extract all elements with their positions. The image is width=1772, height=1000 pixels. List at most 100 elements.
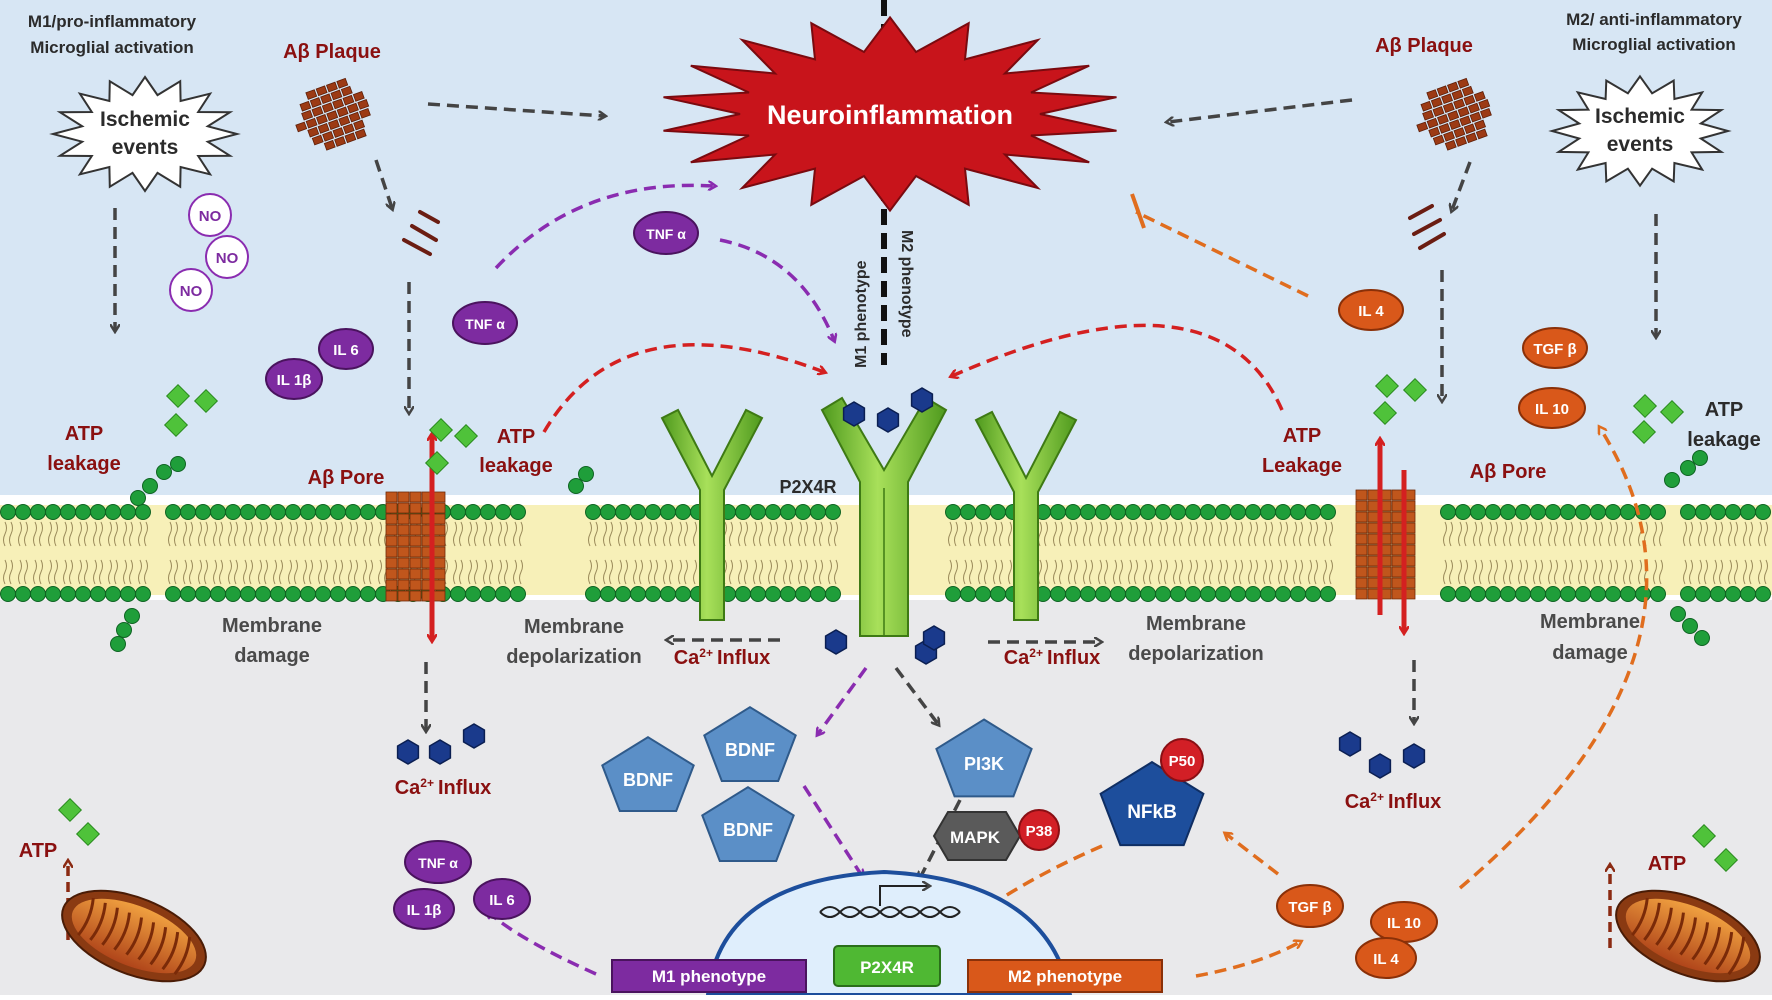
tgf-nfkb-arrow — [1226, 834, 1280, 876]
neuroinflammation-burst: Neuroinflammation — [663, 15, 1117, 213]
plaque-left-label: Aβ Plaque — [283, 41, 381, 63]
ab-pore-left — [385, 491, 446, 602]
svg-text:MAPK: MAPK — [950, 828, 1001, 847]
atp-leakage-right-line2: Leakage — [1262, 455, 1342, 477]
svg-text:IL 6: IL 6 — [333, 342, 359, 359]
svg-text:IL 10: IL 10 — [1535, 401, 1569, 418]
plaque-to-inflammation-arrow — [1168, 98, 1353, 122]
plaque-right-label: Aβ Plaque — [1375, 35, 1473, 57]
svg-text:M1 phenotype: M1 phenotype — [652, 967, 766, 986]
receptor-bdnf-arrow — [818, 666, 868, 734]
svg-text:PI3K: PI3K — [964, 754, 1004, 774]
svg-text:NFkB: NFkB — [1127, 802, 1177, 823]
bdnf-left: BDNF — [601, 736, 695, 812]
depolarization-right-line2: depolarization — [1128, 643, 1264, 665]
pi3k: PI3K — [935, 718, 1033, 798]
inhibition-bar — [1130, 193, 1146, 229]
atp-label-left: ATP — [19, 840, 58, 862]
ab-pore-right-label: Aβ Pore — [1470, 461, 1547, 483]
depolarization-left-line2: depolarization — [506, 646, 642, 668]
membrane-damage-right-line1: Membrane — [1540, 611, 1640, 633]
ischemic-events-right: Ischemic events — [1548, 74, 1732, 188]
fragment-icon — [402, 210, 440, 256]
m1-vertical-label: M1 phenotype — [853, 260, 870, 368]
ischemic-events-left: Ischemic events — [49, 75, 241, 193]
transcription-start-arrow — [879, 886, 928, 906]
atp-receptor-arrow — [952, 323, 1284, 411]
depolarization-right-line1: Membrane — [1146, 613, 1246, 635]
bdnf-bottom: BDNF — [701, 786, 795, 862]
plaque-icon — [295, 77, 371, 151]
svg-text:TNF α: TNF α — [418, 855, 458, 871]
svg-text:P50: P50 — [1169, 753, 1196, 770]
ca-influx-center-right: Ca2+Influx — [1004, 646, 1101, 669]
plaque-to-inflammation-arrow — [427, 102, 604, 116]
tnf-receptor-arrow — [719, 238, 834, 340]
svg-text:NO: NO — [216, 250, 239, 267]
il4-inhibit-line — [1135, 210, 1309, 298]
mapk: MAPK — [932, 811, 1022, 861]
cytokine-il6-out: IL 6 — [473, 878, 531, 920]
svg-text:NO: NO — [180, 283, 203, 300]
ab-pore-left-label: Aβ Pore — [308, 467, 385, 489]
mitochondria-icon — [1615, 889, 1761, 983]
ischemic-right-line2: events — [1607, 133, 1674, 156]
burst-icon — [49, 75, 241, 193]
membrane-damage-left-line2: damage — [234, 645, 310, 667]
cytokine-il4: IL 4 — [1338, 289, 1404, 331]
ca-influx-center-left: Ca2+Influx — [674, 646, 771, 669]
svg-text:BDNF: BDNF — [623, 770, 673, 790]
atp-leakage-left-line2: leakage — [47, 453, 120, 475]
il10-feedback-arrow — [1458, 428, 1649, 890]
p50-badge: P50 — [1160, 738, 1204, 782]
ca-influx-right: Ca2+Influx — [1345, 790, 1442, 813]
fragment-icon — [1408, 204, 1446, 250]
svg-text:BDNF: BDNF — [723, 820, 773, 840]
tnf-inflammation-arrow — [494, 185, 714, 270]
svg-text:IL 10: IL 10 — [1387, 915, 1421, 932]
receptor-icon — [660, 408, 764, 621]
m2-title-line2: Microglial activation — [1572, 35, 1735, 54]
svg-text:IL 4: IL 4 — [1358, 303, 1384, 320]
svg-text:IL 1β: IL 1β — [277, 372, 312, 389]
membrane-damage-left-line1: Membrane — [222, 615, 322, 637]
m1-phenotype-box: M1 phenotype — [611, 959, 807, 993]
svg-text:IL 4: IL 4 — [1373, 951, 1399, 968]
atp-leakage-far-right-line2: leakage — [1687, 429, 1760, 451]
svg-text:TGF β: TGF β — [1288, 899, 1331, 916]
svg-text:IL 6: IL 6 — [489, 892, 515, 909]
cytokine-il10-out: IL 10 — [1370, 901, 1438, 943]
no-molecule: NO — [188, 193, 232, 237]
m2-phenotype-box: M2 phenotype — [967, 959, 1163, 993]
m1-title-line1: M1/pro-inflammatory — [28, 12, 197, 31]
cytokine-il6: IL 6 — [318, 328, 374, 370]
svg-text:M2 phenotype: M2 phenotype — [1008, 967, 1122, 986]
cytokine-tnf: TNF α — [633, 211, 699, 255]
depolarization-left-line1: Membrane — [524, 616, 624, 638]
membrane-damage-right-line2: damage — [1552, 642, 1628, 664]
svg-text:IL 1β: IL 1β — [407, 902, 442, 919]
atp-icon — [57, 373, 1739, 873]
svg-text:P2X4R: P2X4R — [860, 958, 914, 977]
svg-text:NO: NO — [199, 208, 222, 225]
ab-pore-right — [1355, 489, 1416, 600]
svg-text:TGF β: TGF β — [1533, 341, 1576, 358]
dna-icon — [819, 906, 961, 918]
cytokine-tnf: TNF α — [452, 301, 518, 345]
m2-title-line1: M2/ anti-inflammatory — [1566, 10, 1742, 29]
p2x4r-gene-box: P2X4R — [833, 945, 941, 987]
ischemic-left-line2: events — [112, 136, 179, 159]
atp-label-right: ATP — [1648, 853, 1687, 875]
atp-leakage-mid-line1: ATP — [497, 426, 536, 448]
atp-leakage-far-right-line1: ATP — [1705, 399, 1744, 421]
ischemic-right-line1: Ischemic — [1595, 105, 1685, 128]
burst-label: Neuroinflammation — [767, 100, 1013, 130]
svg-text:TNF α: TNF α — [465, 316, 505, 332]
plaque-fragment-arrow — [374, 159, 392, 208]
svg-text:P38: P38 — [1026, 823, 1053, 840]
cytokine-tgf: TGF β — [1522, 327, 1588, 369]
receptor-group — [660, 396, 1078, 637]
atp-leakage-mid-line2: leakage — [479, 455, 552, 477]
